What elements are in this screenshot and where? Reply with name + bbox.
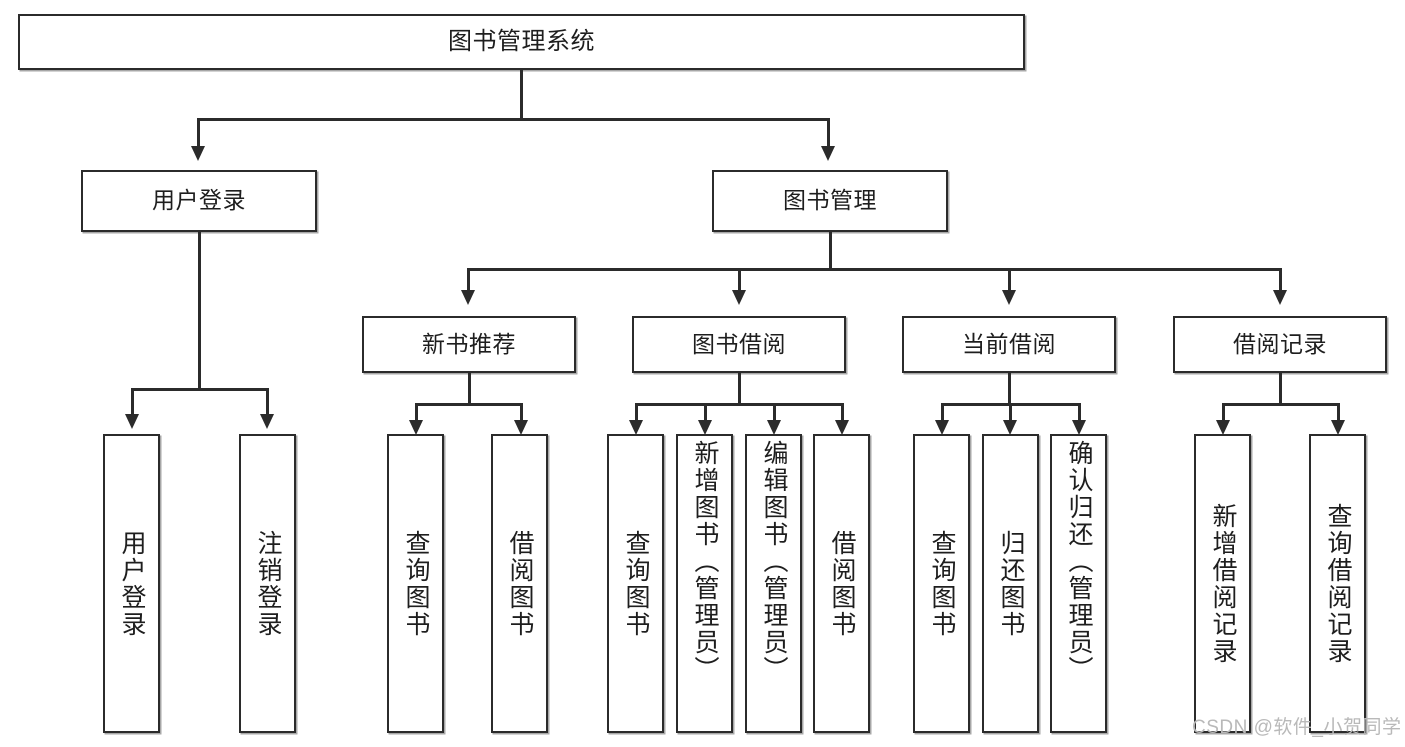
- arrow-to-book-manage-icon: [821, 146, 835, 161]
- node-label: 用户登录: [152, 187, 246, 214]
- connector-to-book-borrow: [738, 268, 741, 290]
- connector-user-login-bus: [131, 388, 266, 391]
- arrow-current-borrow-leaf3-icon: [1072, 420, 1086, 435]
- connector-new-book-bus: [415, 403, 522, 406]
- connector-new-book-left: [415, 403, 418, 420]
- connector-current-borrow-c2: [1009, 403, 1012, 420]
- arrow-to-new-book-icon: [461, 290, 475, 305]
- arrow-to-book-borrow-icon: [732, 290, 746, 305]
- arrow-book-borrow-leaf3-icon: [767, 420, 781, 435]
- node-label: 用户登录: [118, 529, 146, 638]
- node-label: 借阅记录: [1233, 330, 1327, 357]
- leaf-book-borrow-borrow[interactable]: 借阅图书: [813, 434, 870, 733]
- connector-to-current-borrow: [1008, 268, 1011, 290]
- node-label: 图书管理: [783, 187, 877, 214]
- connector-borrow-record-bus: [1222, 403, 1339, 406]
- connector-user-login-stem: [198, 232, 201, 390]
- node-label: 图书管理系统: [448, 27, 595, 55]
- leaf-user-login-login[interactable]: 用户登录: [103, 434, 160, 733]
- connector-book-manage-stem: [829, 232, 832, 270]
- connector-root-stem: [520, 70, 523, 120]
- node-label: 新增借阅记录: [1209, 502, 1237, 665]
- connector-borrow-record-left: [1222, 403, 1225, 420]
- arrow-current-borrow-leaf2-icon: [1003, 420, 1017, 435]
- connector-borrow-record-right: [1337, 403, 1340, 420]
- node-label: 当前借阅: [962, 330, 1056, 357]
- arrow-book-borrow-leaf2-icon: [698, 420, 712, 435]
- node-label: 查询图书: [622, 529, 650, 638]
- connector-new-book-right: [520, 403, 523, 420]
- connector-to-book-manage: [827, 118, 830, 146]
- leaf-book-borrow-edit[interactable]: 编辑图书（管理员）: [745, 434, 802, 733]
- arrow-borrow-record-leaf1-icon: [1216, 420, 1230, 435]
- node-label: 新增图书（管理员）: [691, 440, 719, 683]
- node-label: 借阅图书: [506, 529, 534, 638]
- connector-book-borrow-stem: [738, 373, 741, 405]
- node-label: 查询图书: [402, 529, 430, 638]
- leaf-borrow-record-add[interactable]: 新增借阅记录: [1194, 434, 1251, 733]
- connector-current-borrow-c3: [1078, 403, 1081, 420]
- leaf-book-borrow-query[interactable]: 查询图书: [607, 434, 664, 733]
- arrow-borrow-record-leaf2-icon: [1331, 420, 1345, 435]
- connector-to-borrow-record: [1279, 268, 1282, 290]
- connector-user-login-right: [266, 388, 269, 414]
- connector-level1-bus: [197, 118, 827, 121]
- connector-borrow-record-stem: [1279, 373, 1282, 405]
- arrow-current-borrow-leaf1-icon: [935, 420, 949, 435]
- connector-book-borrow-c3: [773, 403, 776, 420]
- node-label: 新书推荐: [422, 330, 516, 357]
- arrow-new-book-leaf2-icon: [514, 420, 528, 435]
- connector-to-new-book: [467, 268, 470, 290]
- node-borrow-record[interactable]: 借阅记录: [1173, 316, 1387, 373]
- node-book-manage[interactable]: 图书管理: [712, 170, 948, 232]
- node-label: 图书借阅: [692, 330, 786, 357]
- connector-book-borrow-bus: [635, 403, 843, 406]
- node-label: 查询图书: [928, 529, 956, 638]
- node-new-book-recommend[interactable]: 新书推荐: [362, 316, 576, 373]
- node-label: 确认归还（管理员）: [1065, 440, 1093, 683]
- arrow-to-user-login-icon: [191, 146, 205, 161]
- arrow-user-login-leaf2-icon: [260, 414, 274, 429]
- connector-current-borrow-stem: [1008, 373, 1011, 405]
- arrow-new-book-leaf1-icon: [409, 420, 423, 435]
- leaf-current-borrow-return[interactable]: 归还图书: [982, 434, 1039, 733]
- node-label: 查询借阅记录: [1324, 502, 1352, 665]
- leaf-current-borrow-confirm[interactable]: 确认归还（管理员）: [1050, 434, 1107, 733]
- arrow-book-borrow-leaf1-icon: [629, 420, 643, 435]
- node-root-system[interactable]: 图书管理系统: [18, 14, 1025, 70]
- connector-user-login-left: [131, 388, 134, 414]
- connector-level2-bus: [467, 268, 1282, 271]
- leaf-book-borrow-add[interactable]: 新增图书（管理员）: [676, 434, 733, 733]
- node-user-login[interactable]: 用户登录: [81, 170, 317, 232]
- connector-book-borrow-c1: [635, 403, 638, 420]
- arrow-to-borrow-record-icon: [1273, 290, 1287, 305]
- connector-book-borrow-c2: [704, 403, 707, 420]
- node-label: 编辑图书（管理员）: [760, 440, 788, 683]
- connector-to-user-login: [197, 118, 200, 146]
- node-label: 注销登录: [254, 529, 282, 638]
- leaf-new-book-query[interactable]: 查询图书: [387, 434, 444, 733]
- arrow-user-login-leaf1-icon: [125, 414, 139, 429]
- leaf-user-login-logout[interactable]: 注销登录: [239, 434, 296, 733]
- node-book-borrow[interactable]: 图书借阅: [632, 316, 846, 373]
- connector-new-book-stem: [468, 373, 471, 405]
- connector-current-borrow-c1: [941, 403, 944, 420]
- leaf-borrow-record-query[interactable]: 查询借阅记录: [1309, 434, 1366, 733]
- arrow-book-borrow-leaf4-icon: [835, 420, 849, 435]
- node-label: 归还图书: [997, 529, 1025, 638]
- connector-book-borrow-c4: [841, 403, 844, 420]
- node-label: 借阅图书: [828, 529, 856, 638]
- leaf-new-book-borrow[interactable]: 借阅图书: [491, 434, 548, 733]
- node-current-borrow[interactable]: 当前借阅: [902, 316, 1116, 373]
- leaf-current-borrow-query[interactable]: 查询图书: [913, 434, 970, 733]
- arrow-to-current-borrow-icon: [1002, 290, 1016, 305]
